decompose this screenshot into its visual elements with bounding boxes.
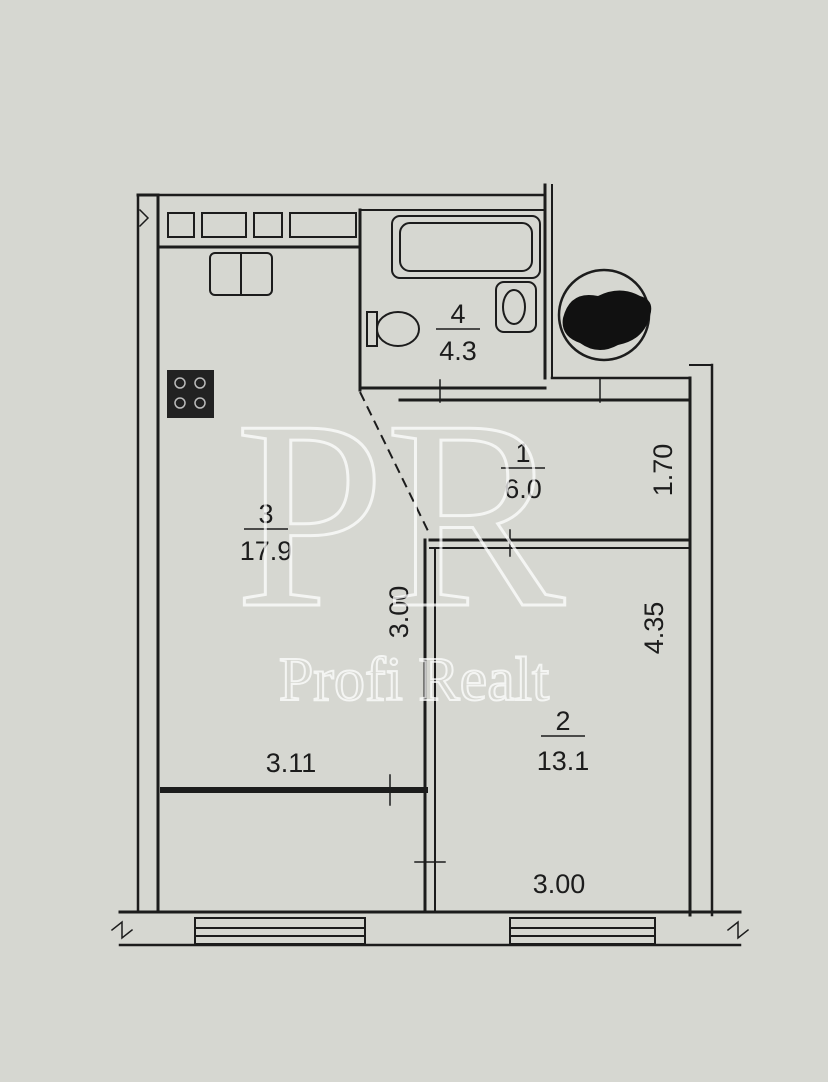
- sink-icon: [209, 252, 273, 296]
- plan-walls: [110, 183, 750, 947]
- room-2-area: 13.1: [537, 746, 590, 776]
- door-swing-line: [359, 391, 431, 536]
- dimension-labels: 1.70 4.35 3.00 3.11 3.00: [266, 444, 678, 899]
- room-4-area: 4.3: [439, 336, 477, 366]
- room2-length-label: 4.35: [639, 602, 669, 655]
- room-3-area: 17.9: [240, 536, 293, 566]
- room-1-area: 6.0: [504, 474, 542, 504]
- watermark: PR Profi Realt: [233, 364, 568, 716]
- toilet-icon: [366, 311, 420, 347]
- room2-width-label: 3.00: [533, 869, 586, 899]
- stove-icon: [167, 370, 214, 418]
- bathtub-icon: [391, 215, 541, 279]
- room-1-number: 1: [515, 438, 530, 468]
- room-2-number: 2: [555, 706, 570, 736]
- room-4-number: 4: [450, 299, 465, 329]
- watermark-monogram: PR: [235, 365, 567, 664]
- washbasin-icon: [495, 281, 537, 333]
- room-3-number: 3: [258, 499, 273, 529]
- room-labels: 4 4.3 1 6.0 3 17.9 2 13.1: [240, 299, 590, 776]
- room3-width-label: 3.11: [266, 748, 317, 778]
- corridor-width-label: 1.70: [648, 444, 678, 497]
- room3-length-label: 3.00: [384, 586, 414, 639]
- kitchen-counter: [167, 212, 357, 238]
- watermark-text: Profi Realt: [279, 646, 549, 714]
- round-fixture-icon: [557, 268, 652, 362]
